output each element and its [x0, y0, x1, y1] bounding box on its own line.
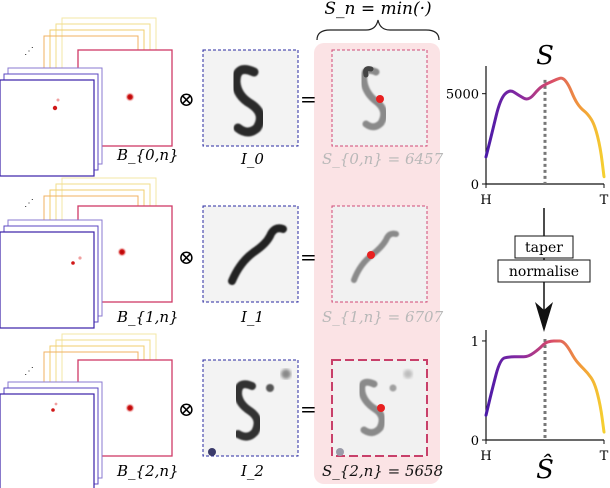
column-brace [316, 19, 440, 41]
y-tick-label: 5000 [446, 88, 479, 103]
normalise-label: normalise [509, 264, 579, 280]
score-curve [484, 76, 606, 179]
y-tick-label: 0 [471, 178, 479, 193]
convolve-operator-0: ⊗ [178, 87, 195, 111]
equals-operator-1: = [300, 245, 317, 269]
chart-title: Ŝ [536, 453, 554, 485]
x-tick-label: H [480, 193, 491, 208]
x-tick-label: T [600, 449, 609, 464]
taper-label: taper [525, 240, 563, 256]
worm-image-1 [202, 205, 299, 303]
worm-image-2 [202, 359, 299, 457]
stack-ellipsis: ⋰ [24, 366, 34, 377]
taper-box [514, 235, 574, 259]
stack-ellipsis: ⋰ [24, 46, 34, 57]
image-label-2: I_2 [240, 462, 264, 480]
x-tick-label: H [480, 449, 491, 464]
stack-ellipsis: ⋰ [24, 198, 34, 209]
score-label-1: S_{1,n} = 6707 [322, 308, 444, 326]
basis-stack-2: ⋰ [0, 333, 173, 488]
row-2: ⋰ B_{2,n} ⊗ I_2 = [0, 333, 443, 488]
chart-normalised-score: 0 1H T Ŝ [471, 330, 609, 485]
convolve-operator-1: ⊗ [178, 245, 195, 269]
result-image-0 [331, 49, 428, 147]
y-tick-label: 1 [471, 335, 479, 350]
pipeline: taper normalise [497, 208, 591, 332]
row-0: ⋰ B_{0,n} ⊗ I_0 = S_{0,n} = 6457 [0, 17, 444, 177]
result-image-1 [331, 205, 428, 303]
result-image-2 [331, 359, 428, 457]
image-label-0: I_0 [240, 150, 264, 168]
equals-operator-2: = [300, 397, 317, 421]
selection-rule-label: S_n = min(·) [324, 0, 431, 19]
stack-label-1: B_{1,n} [116, 308, 179, 326]
image-label-1: I_1 [240, 308, 264, 326]
stack-label-2: B_{2,n} [116, 462, 179, 480]
equals-operator-0: = [300, 87, 317, 111]
basis-stack-0: ⋰ [0, 17, 173, 177]
x-tick-label: T [600, 193, 609, 208]
row-1: ⋰ B_{1,n} ⊗ I_1 = S_{1,n} = 6707 [0, 177, 444, 329]
y-tick-label: 0 [471, 434, 479, 449]
convolve-operator-2: ⊗ [178, 397, 195, 421]
score-curve [484, 339, 606, 434]
stack-label-0: B_{0,n} [116, 146, 179, 164]
score-label-2: S_{2,n} = 5658 [322, 462, 443, 480]
normalise-box [497, 259, 591, 283]
basis-stack-1: ⋰ [0, 177, 173, 329]
pipeline-arrow-head [535, 302, 553, 332]
chart-title: S [536, 41, 554, 71]
score-label-0: S_{0,n} = 6457 [322, 150, 444, 168]
worm-image-0 [202, 49, 299, 147]
